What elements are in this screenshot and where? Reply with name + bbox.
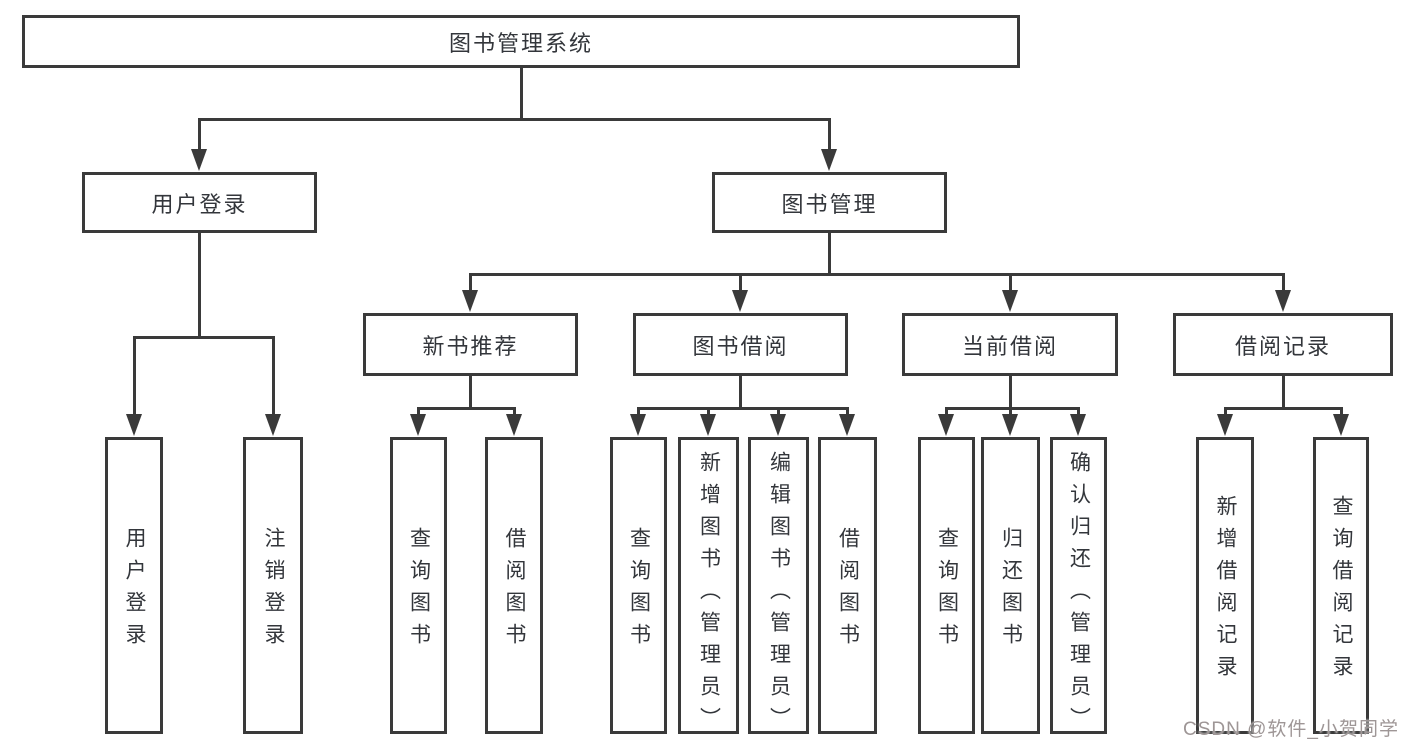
arrowhead-down-icon (410, 414, 426, 436)
node-label: 新书推荐 (422, 333, 519, 359)
arrowhead-down-icon (506, 414, 522, 436)
connector-line (132, 336, 275, 339)
node-user-login-op: 用户登录 (105, 437, 163, 734)
node-query-borrow-record: 查询借阅记录 (1313, 437, 1369, 734)
arrowhead-down-icon (839, 414, 855, 436)
arrowhead-down-icon (1333, 414, 1349, 436)
node-label: 注销登录 (262, 527, 285, 655)
node-label: 用户登录 (151, 191, 248, 217)
node-label: 归还图书 (999, 527, 1023, 655)
connector-line (1281, 273, 1285, 300)
connector-line (416, 407, 516, 410)
node-edit-book-admin: 编辑图书（管理员） (748, 437, 809, 739)
node-label: 借阅图书 (503, 527, 526, 655)
arrowhead-down-icon (126, 414, 142, 436)
node-label: 新增借阅记录 (1214, 495, 1237, 687)
connector-line (197, 118, 831, 121)
connector-line (519, 68, 523, 118)
arrowhead-down-icon (1002, 290, 1018, 312)
arrowhead-down-icon (462, 290, 478, 312)
node-label: 确认归还（管理员） (1067, 451, 1091, 739)
connector-line (468, 376, 472, 407)
connector-line (1008, 273, 1012, 300)
arrowhead-down-icon (265, 414, 281, 436)
node-confirm-return-admin: 确认归还（管理员） (1050, 437, 1107, 739)
node-label: 图书管理系统 (448, 30, 593, 56)
node-label: 查询图书 (407, 527, 431, 655)
node-label: 编辑图书（管理员） (767, 451, 791, 739)
arrowhead-down-icon (938, 414, 954, 436)
connector-line (827, 118, 831, 159)
connector-line (197, 233, 201, 336)
node-book-borrow: 图书借阅 (633, 313, 848, 376)
node-book-management: 图书管理 (712, 172, 947, 233)
node-label: 用户登录 (123, 527, 146, 655)
node-add-borrow-record: 新增借阅记录 (1196, 437, 1254, 734)
arrowhead-down-icon (1275, 290, 1291, 312)
arrowhead-down-icon (821, 149, 837, 171)
connector-line (636, 407, 849, 410)
connector-line (1281, 376, 1285, 407)
connector-line (271, 336, 275, 424)
node-query-book-2: 查询图书 (610, 437, 667, 734)
connector-line (827, 233, 831, 273)
node-label: 查询图书 (627, 527, 651, 655)
arrowhead-down-icon (732, 290, 748, 312)
node-label: 图书借阅 (692, 333, 789, 359)
node-label: 查询借阅记录 (1330, 495, 1353, 687)
node-return-book: 归还图书 (981, 437, 1040, 734)
node-label: 查询图书 (935, 527, 959, 655)
node-borrow-book-2: 借阅图书 (818, 437, 877, 734)
arrowhead-down-icon (630, 414, 646, 436)
connector-line (197, 118, 201, 159)
node-logout-op: 注销登录 (243, 437, 303, 734)
node-query-book-3: 查询图书 (918, 437, 975, 734)
arrowhead-down-icon (1070, 414, 1086, 436)
node-add-book-admin: 新增图书（管理员） (678, 437, 739, 739)
node-new-book-recommend: 新书推荐 (363, 313, 578, 376)
connector-line (944, 407, 1080, 410)
arrowhead-down-icon (191, 149, 207, 171)
arrowhead-down-icon (770, 414, 786, 436)
connector-line (738, 376, 742, 407)
node-label: 新增图书（管理员） (697, 451, 721, 739)
connector-line (738, 273, 742, 300)
connector-line (468, 273, 472, 300)
connector-line (468, 273, 1285, 276)
node-current-borrow: 当前借阅 (902, 313, 1118, 376)
node-label: 当前借阅 (961, 333, 1058, 359)
node-label: 借阅图书 (836, 527, 860, 655)
node-root: 图书管理系统 (22, 15, 1020, 68)
node-label: 借阅记录 (1234, 333, 1331, 359)
node-query-book-1: 查询图书 (390, 437, 447, 734)
node-borrow-book-1: 借阅图书 (485, 437, 543, 734)
node-label: 图书管理 (781, 191, 878, 217)
connector-line (132, 336, 136, 424)
arrowhead-down-icon (1002, 414, 1018, 436)
arrowhead-down-icon (1217, 414, 1233, 436)
connector-line (1008, 376, 1012, 407)
connector-line (1223, 407, 1343, 410)
node-user-login: 用户登录 (82, 172, 317, 233)
node-borrow-record: 借阅记录 (1173, 313, 1393, 376)
arrowhead-down-icon (700, 414, 716, 436)
watermark: CSDN @软件_小贺同学 (1183, 719, 1399, 740)
